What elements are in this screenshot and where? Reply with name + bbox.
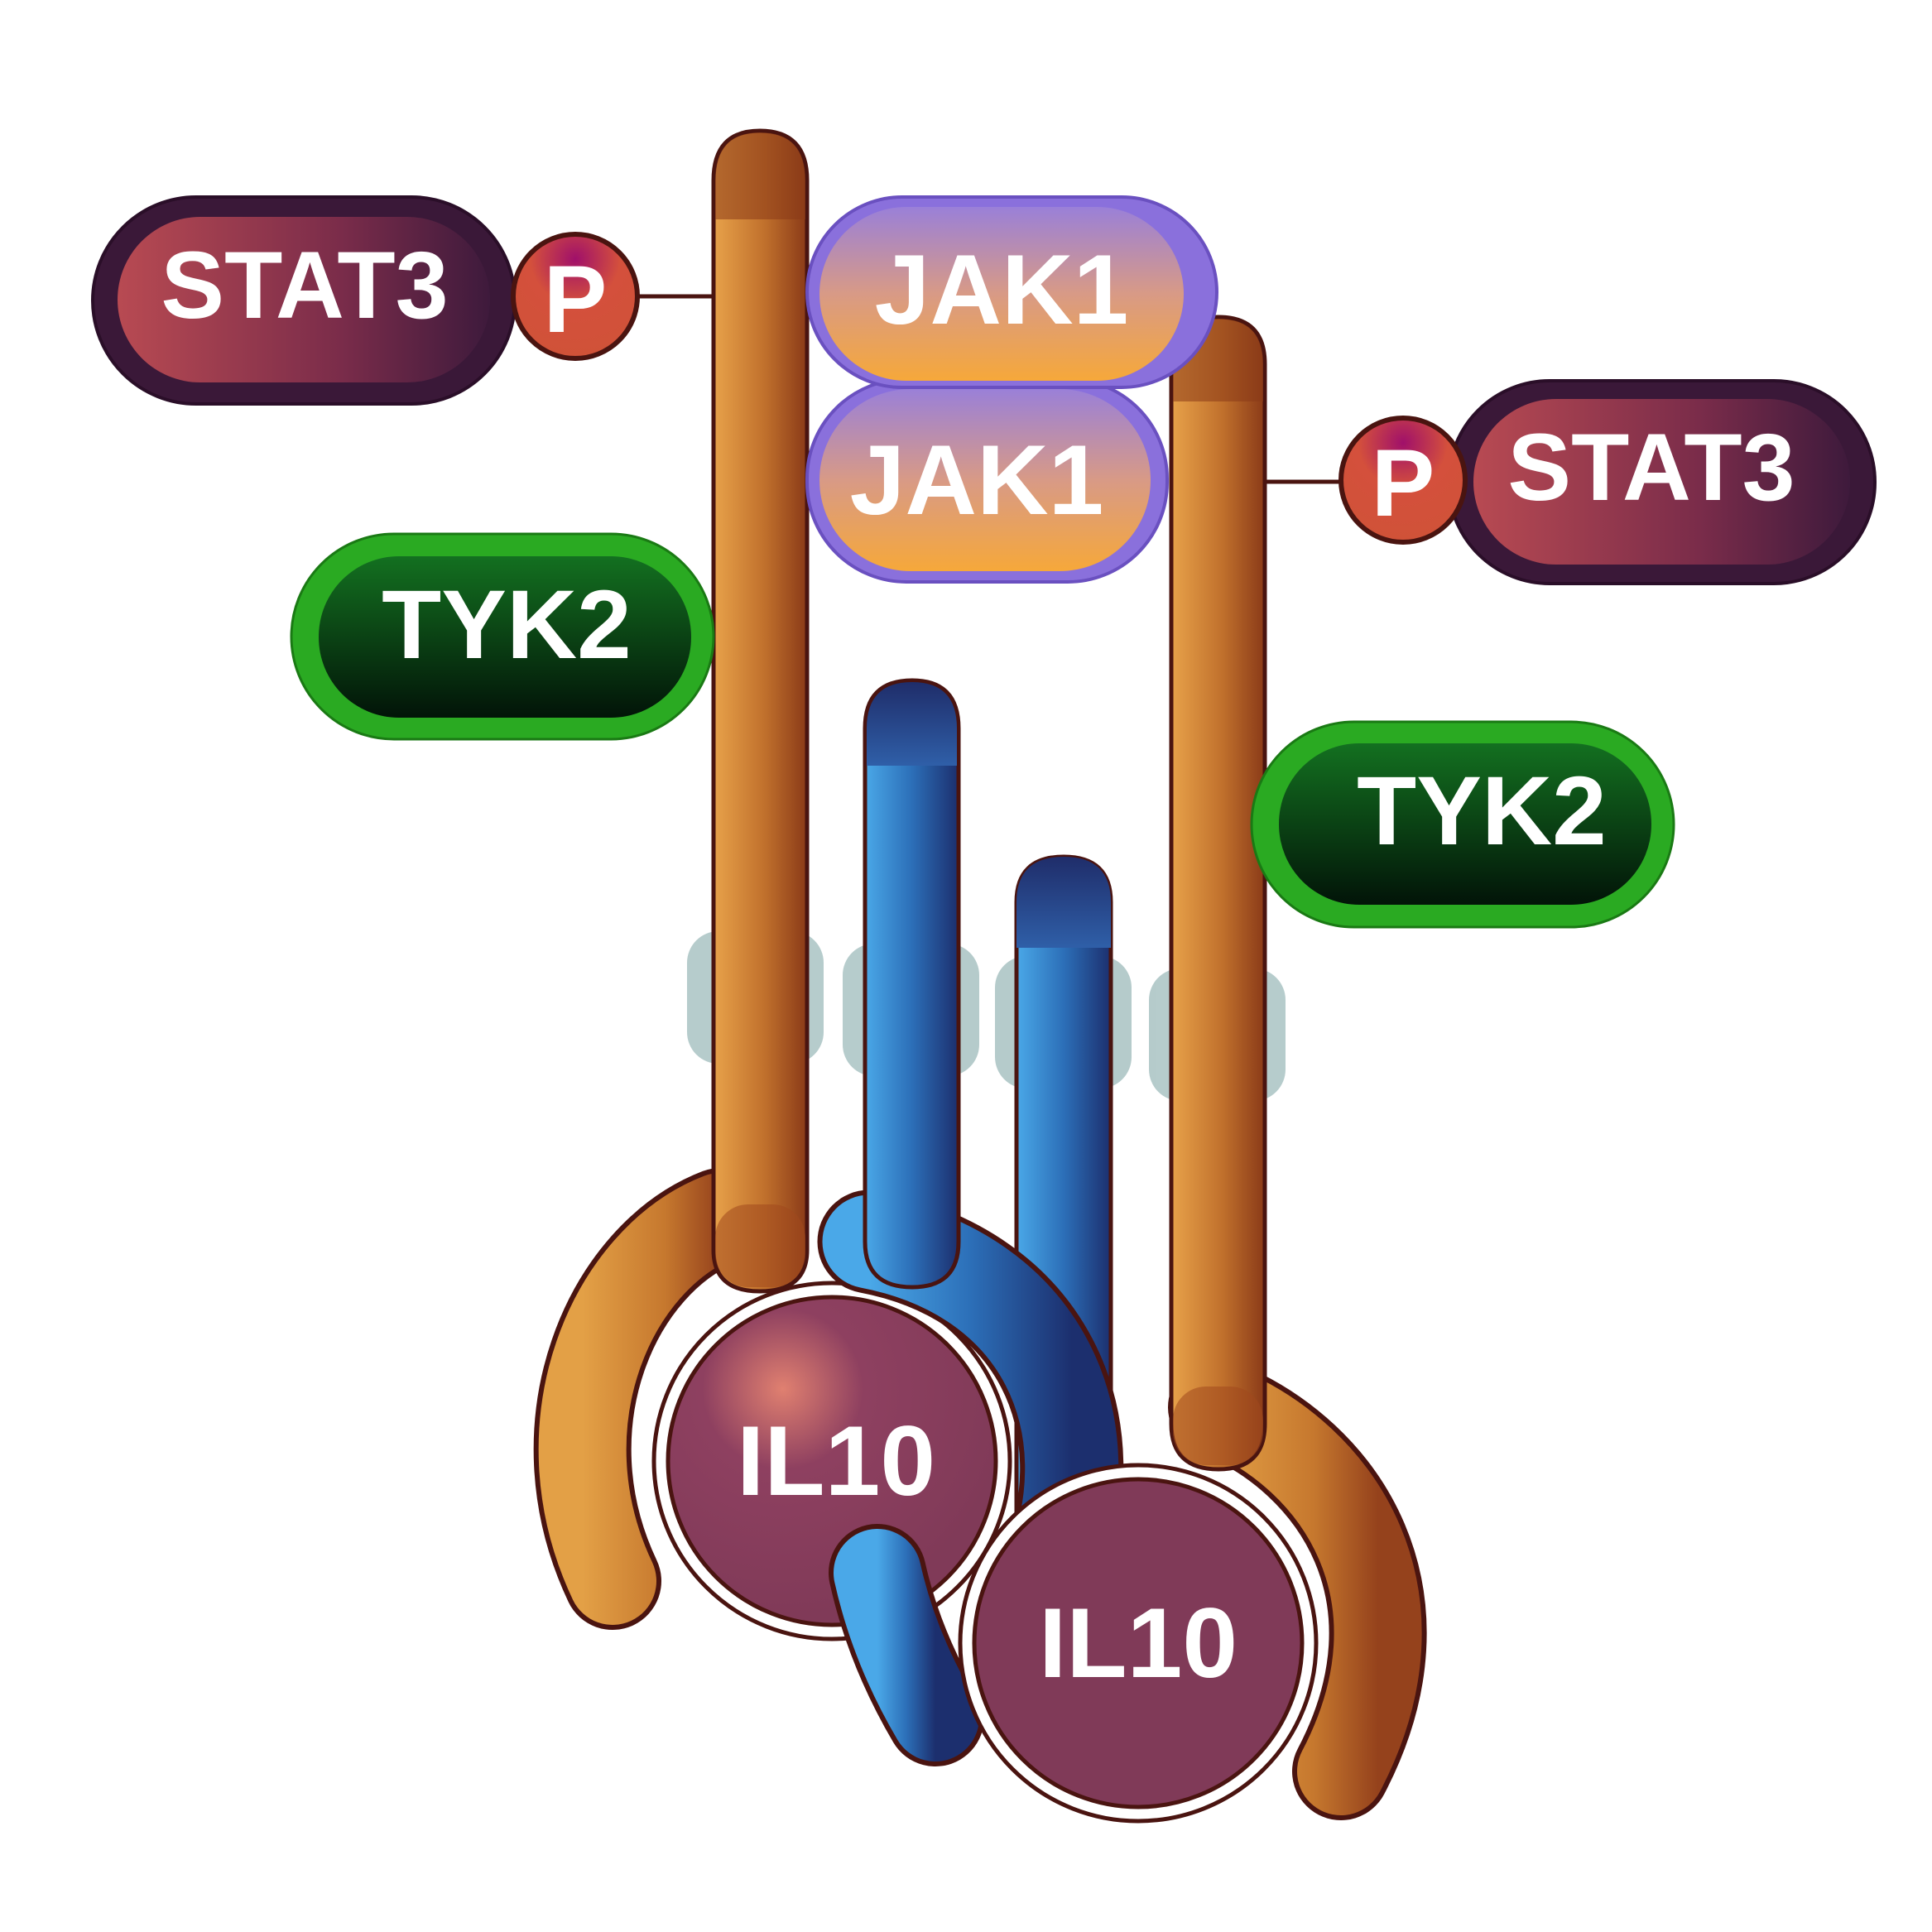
phospho-label-left: P (544, 247, 608, 353)
jak1-label-upper: JAK1 (875, 234, 1129, 345)
tyk2-kinase-right: TYK2 (1252, 722, 1674, 927)
phosphate-group-left: P (513, 234, 637, 358)
tyk2-label-left: TYK2 (382, 570, 632, 680)
jak1-kinase-upper: JAK1 (807, 197, 1217, 387)
il10r1-receptor-left (714, 131, 807, 1291)
tyk2-label-right: TYK2 (1357, 757, 1607, 866)
stat3-protein-right: STAT3 (1449, 381, 1875, 584)
stat3-label-right: STAT3 (1507, 415, 1795, 521)
phosphate-group-right: P (1341, 418, 1465, 542)
il10-label-left: IL10 (737, 1406, 935, 1516)
stat3-protein-left: STAT3 (93, 197, 515, 404)
jak1-label-lower: JAK1 (850, 425, 1104, 536)
phospho-label-right: P (1372, 430, 1435, 536)
jak1-kinase-lower: JAK1 (807, 379, 1167, 582)
il10-label-right: IL10 (1039, 1588, 1238, 1699)
il10r1-receptor-right (1171, 317, 1265, 1469)
tyk2-kinase-left: TYK2 (291, 534, 714, 739)
stat3-label-left: STAT3 (161, 233, 448, 339)
